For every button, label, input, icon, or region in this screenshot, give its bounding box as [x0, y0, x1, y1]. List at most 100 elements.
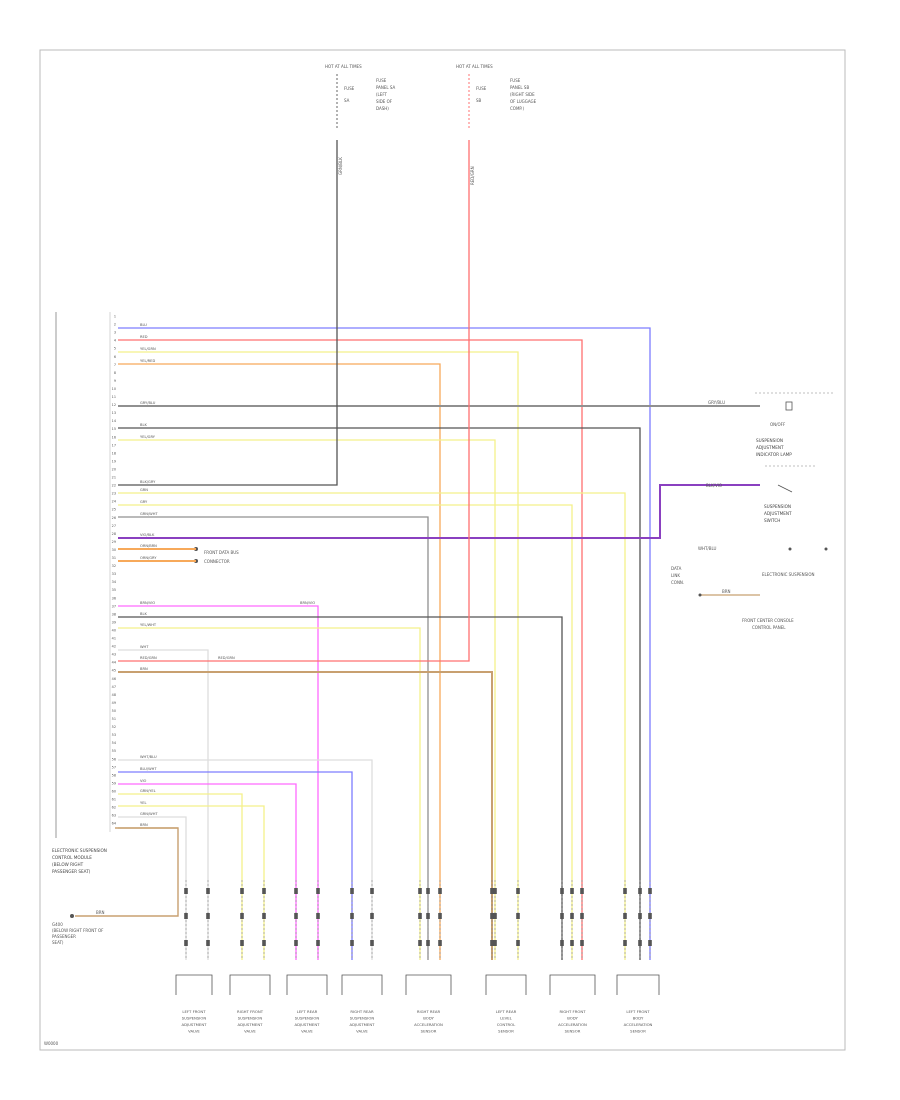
- connector-pin: [262, 913, 266, 919]
- module-label-l2: (BELOW RIGHT: [52, 862, 84, 867]
- switch-wire-label: BLK/VIO: [706, 483, 722, 488]
- connector-pin: [262, 940, 266, 946]
- wire-label: YEL/WHT: [140, 623, 157, 627]
- pin-label: 63: [112, 814, 116, 818]
- component-box: [549, 974, 596, 995]
- lamp-l1: ADJUSTMENT: [756, 445, 784, 450]
- wire-label: GRN/WHT: [140, 512, 158, 516]
- wire-24: [118, 793, 243, 960]
- pin-label: 35: [112, 588, 116, 592]
- bottom-component-label: SUSPENSION: [238, 1016, 263, 1021]
- connector-pin: [580, 940, 584, 946]
- lamp-symbol: [785, 401, 793, 411]
- wire-label: VIO: [140, 779, 147, 783]
- connector-pin: [570, 888, 574, 894]
- pin-label: 12: [112, 403, 116, 407]
- connector-pin: [370, 888, 374, 894]
- pin-label: 57: [112, 765, 116, 769]
- console-dot-1: [788, 547, 792, 551]
- pin-label: 38: [112, 612, 116, 616]
- connector-pin: [493, 940, 497, 946]
- wire-7: [118, 439, 496, 960]
- pin-label: 33: [112, 572, 116, 576]
- feed-2-fuse-l2: (RIGHT SIDE: [510, 92, 535, 97]
- wire-label: GRN: [140, 488, 148, 492]
- connector-pin: [350, 913, 354, 919]
- pin-label: 56: [112, 757, 116, 761]
- pin-label: 50: [112, 709, 116, 713]
- wire-label: RED/GRN: [140, 656, 157, 660]
- connector-pin: [648, 888, 652, 894]
- connector-pin: [370, 940, 374, 946]
- connector-pin: [426, 888, 430, 894]
- bottom-component-label: VALVE: [244, 1029, 256, 1034]
- can-note-l0: FRONT DATA BUS: [204, 550, 239, 555]
- wire-label: GRN/WHT: [140, 812, 158, 816]
- wire-16: [118, 616, 563, 960]
- wire-22: [118, 771, 353, 960]
- connector-pin: [570, 940, 574, 946]
- pin-label: 7: [114, 363, 116, 367]
- connector-pin: [316, 913, 320, 919]
- wire-label: BRN/VIO: [140, 601, 155, 605]
- pin-label: 13: [112, 411, 116, 415]
- connector-pin: [570, 913, 574, 919]
- diagram-id: W0000: [44, 1041, 59, 1046]
- pin-label: 22: [112, 484, 116, 488]
- component-box: [175, 974, 213, 995]
- bottom-component-label: SUSPENSION: [350, 1016, 375, 1021]
- can-note-l1: CONNECTOR: [204, 559, 230, 564]
- wire-9: [118, 492, 626, 960]
- ground-g400: BRN G400 (BELOW RIGHT FRONT OF PASSENGER…: [52, 827, 179, 945]
- wire-2: [118, 339, 583, 960]
- dlc-l1: LINK: [671, 573, 680, 578]
- bottom-component-label: SENSOR: [498, 1029, 514, 1034]
- bottom-component-label: SENSOR: [565, 1029, 581, 1034]
- pin-label: 55: [112, 749, 116, 753]
- wire-label: GRY/BLU: [140, 401, 156, 405]
- pin-label: 64: [112, 822, 116, 826]
- ground-wire: [75, 827, 179, 917]
- pin-label: 47: [112, 685, 116, 689]
- right-component-lamp: GRY/BLU ON/OFF SUSPENSION ADJUSTMENT IND…: [708, 392, 835, 467]
- pin-label: 59: [112, 781, 116, 785]
- feed-1-header: HOT AT ALL TIMES: [325, 64, 362, 69]
- pin-label: 15: [112, 427, 116, 431]
- wire-label: YEL: [140, 801, 146, 805]
- wire-21: [118, 759, 373, 960]
- connector-pin: [560, 940, 564, 946]
- connector-pin: [418, 888, 422, 894]
- component-box: [341, 974, 383, 995]
- connector-pin: [184, 888, 188, 894]
- pin-label: 21: [112, 476, 116, 480]
- ground-wire-label: BRN: [96, 910, 105, 915]
- lamp-l2: INDICATOR LAMP: [756, 452, 792, 457]
- pin-label: 29: [112, 540, 116, 544]
- bottom-component-label: LEFT FRONT: [182, 1009, 206, 1014]
- pin-label: 2: [114, 323, 116, 327]
- wire-19: [118, 140, 470, 662]
- connector-pin: [580, 913, 584, 919]
- connector-pin: [184, 913, 188, 919]
- pin-label: 5: [114, 347, 116, 351]
- connector-pin: [516, 888, 520, 894]
- connector-pin: [623, 940, 627, 946]
- bottom-component-label: VALVE: [301, 1029, 313, 1034]
- feed-1-fuse-l4: DASH): [376, 106, 389, 111]
- connector-pin: [638, 940, 642, 946]
- bottom-component-label: LEFT REAR: [297, 1009, 318, 1014]
- pin-label: 37: [112, 604, 116, 608]
- feed-1-fuse-l2: (LEFT: [376, 92, 388, 97]
- connector-pin: [240, 913, 244, 919]
- feed-1-fuse-l3: SIDE OF: [376, 99, 393, 104]
- pin-label: 17: [112, 443, 116, 447]
- feed-1-line2: FUSE: [344, 86, 355, 91]
- bottom-component-label: BODY: [633, 1016, 644, 1021]
- wire-10: [118, 504, 573, 960]
- connector-pin: [294, 888, 298, 894]
- connector-pin: [490, 888, 494, 894]
- feed-1-wire-label: GRN/BLK: [338, 157, 343, 175]
- wire-label: BLU: [140, 323, 147, 327]
- connector-pin: [648, 913, 652, 919]
- pin-label: 3: [114, 331, 116, 335]
